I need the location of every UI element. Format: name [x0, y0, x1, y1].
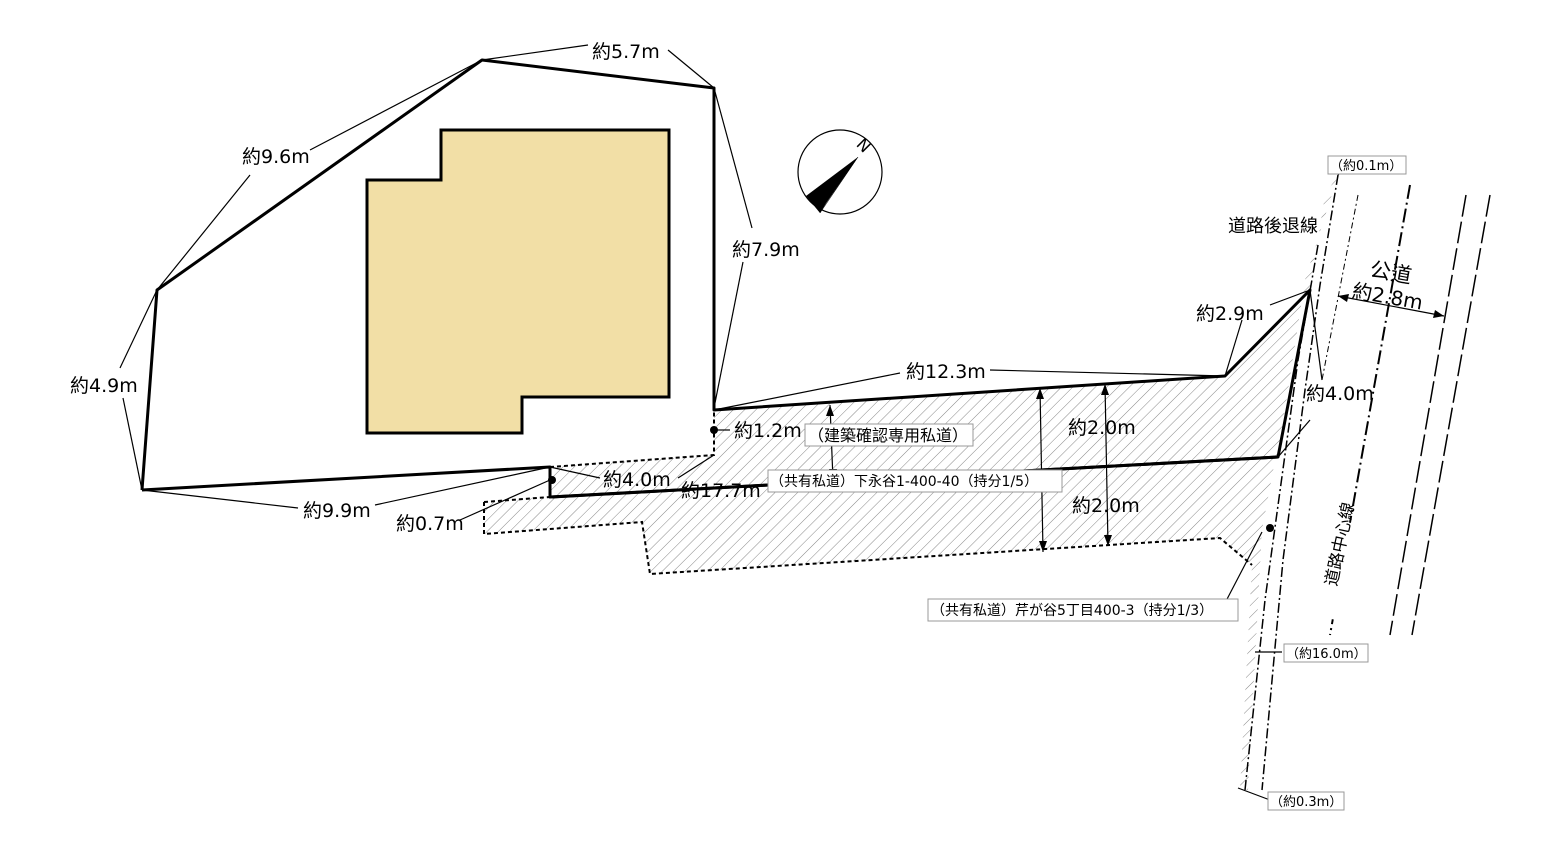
note-setback-bottom: （約0.3m）: [1270, 795, 1342, 810]
note-box-setback-bottom: [1267, 791, 1345, 811]
dim-road-width-upper: 約2.0m: [1068, 417, 1136, 439]
dim-left: 約4.9m: [70, 375, 138, 397]
note-box-shared-road-1: [767, 469, 1063, 493]
dim-small-offset: 約0.7m: [396, 513, 464, 535]
boundary-point: [1266, 524, 1274, 532]
dim-access-width: 約1.2m: [734, 420, 802, 442]
note-box-setback-mid: [1283, 643, 1369, 663]
note-shared-road-1: （共有私道）下永谷1-400-40（持分1/5）: [770, 474, 1038, 490]
dim-bottom: 約9.9m: [303, 500, 371, 522]
note-box-setback-top: [1327, 155, 1407, 175]
label-setback-line: 道路後退線: [1228, 216, 1318, 237]
building-footprint: [365, 128, 671, 435]
dim-private-road-length: 約17.7m: [681, 480, 761, 502]
dim-access-diag: 約4.0m: [603, 469, 671, 491]
boundary-point: [710, 426, 718, 434]
dim-upper-road-length: 約12.3m: [906, 361, 986, 383]
note-setback-top: （約0.1m）: [1330, 159, 1402, 174]
road-lines: [1244, 174, 1491, 791]
dim-right-segment: 約4.0m: [1306, 383, 1374, 405]
note-building-private-road: （建築確認専用私道）: [808, 426, 968, 445]
dim-top: 約5.7m: [592, 41, 660, 63]
note-box-shared-road-2: [927, 598, 1239, 622]
note-shared-road-2: （共有私道）芹が谷5丁目400-3（持分1/3）: [931, 603, 1213, 619]
north-compass: [797, 129, 883, 215]
note-box-building-road: [804, 423, 974, 447]
dim-road-width-lower: 約2.0m: [1072, 495, 1140, 517]
note-setback-mid: （約16.0m）: [1286, 647, 1367, 662]
label-box-center-line: [1308, 518, 1356, 620]
boundary-point: [548, 476, 556, 484]
dim-upper-left: 約9.6m: [242, 146, 310, 168]
dim-right: 約7.9m: [732, 239, 800, 261]
dim-corner-segment: 約2.9m: [1196, 303, 1264, 325]
